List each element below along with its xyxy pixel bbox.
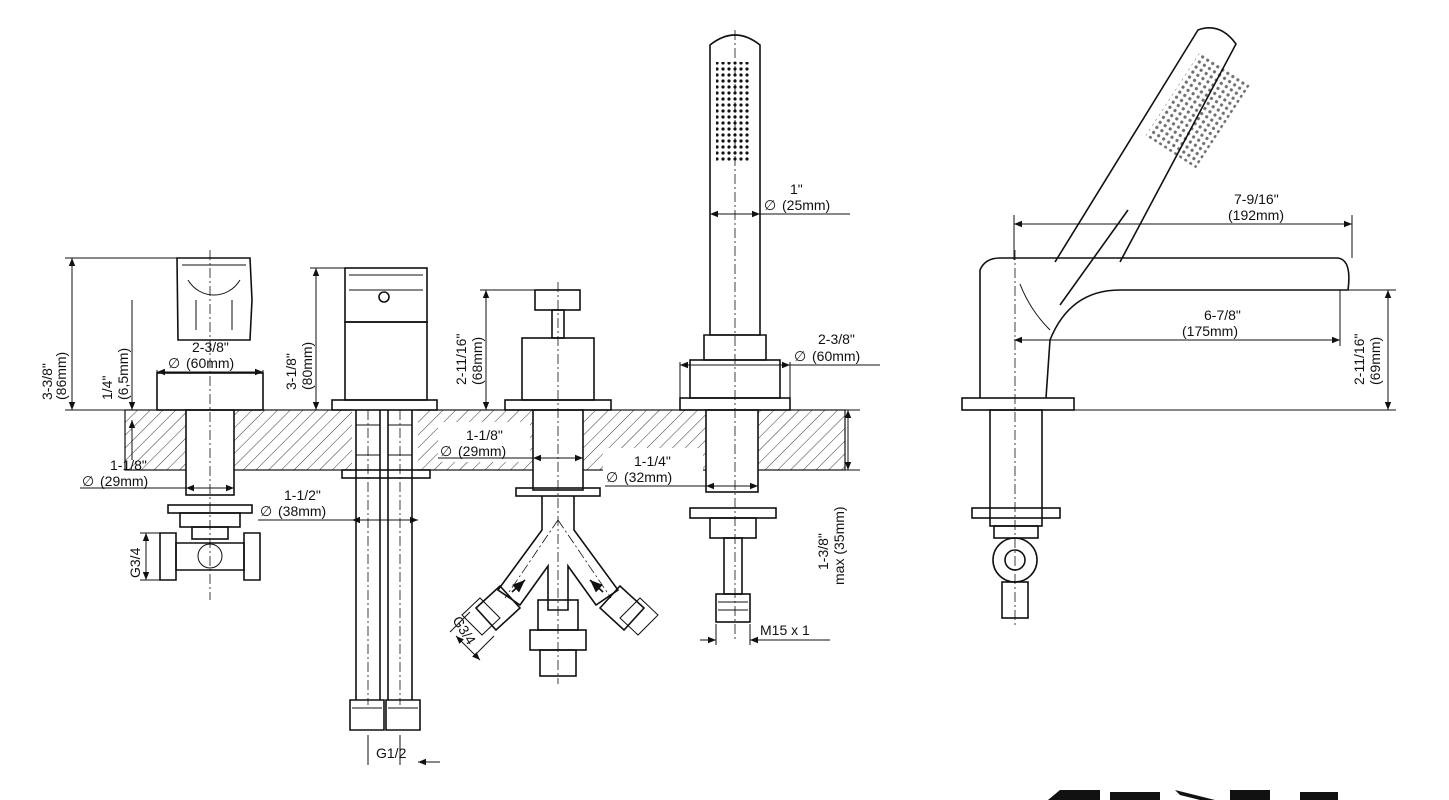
mixer-shank-mm-label: (38mm) [278, 503, 326, 519]
dim-valve-inlet-thread: G3/4 [127, 532, 160, 581]
diverter-shank-mm-label: (29mm) [458, 443, 506, 459]
spout-side-view [961, 27, 1350, 625]
dim-hand-shower-dia: 1" ∅ (25mm) [710, 181, 850, 218]
dim-valve-shank: 1-1/8" ∅ (29mm) [80, 457, 234, 492]
hand-shower-dia-mm-label: (25mm) [782, 197, 830, 213]
diameter-symbol-6: ∅ [794, 348, 806, 364]
diameter-symbol-4: ∅ [440, 443, 452, 459]
dim-spout-length: 7-9/16" (192mm) [1013, 191, 1353, 260]
diverter-shank-label: 1-1/8" [466, 427, 503, 443]
holder-shank-mm-label: (32mm) [624, 469, 672, 485]
dim-diverter-inlet-thread: G3/4 [449, 611, 495, 661]
mixer-shank-label: 1-1/2" [284, 487, 321, 503]
hand-shower-dia-label: 1" [790, 181, 803, 197]
holder-shank-label: 1-1/4" [634, 453, 671, 469]
valve-shank-mm-label: (29mm) [100, 473, 148, 489]
dim-mixer-height: 3-1/8" (80mm) [283, 267, 345, 410]
diverter-height-label: 2-11/16" [453, 334, 469, 385]
cropped-logo-fragment [1048, 790, 1338, 800]
mixer-body [331, 267, 438, 731]
mixer-height-mm-label: (80mm) [299, 342, 315, 390]
hose-outlet-thread-label: M15 x 1 [760, 622, 810, 638]
diverter-inlet-thread-label: G3/4 [449, 613, 479, 647]
escutcheon-mm-label: (6,5mm) [115, 348, 131, 400]
dim-deck-max: 1-3/8" max (35mm) [800, 409, 860, 585]
spout-height-label: 2-11/16" [1351, 334, 1367, 385]
dim-mixer-outlet-thread: G1/2 [367, 735, 440, 766]
holder-flange-mm-label: (60mm) [812, 348, 860, 364]
valve-flange-label: 2-3/8" [192, 339, 229, 355]
dim-mixer-shank: 1-1/2" ∅ (38mm) [258, 487, 418, 524]
mixer-height-label: 3-1/8" [283, 353, 299, 390]
valve-flange-mm-label: (60mm) [186, 355, 234, 371]
dim-holder-shank: 1-1/4" ∅ (32mm) [605, 453, 758, 490]
diameter-symbol-2: ∅ [82, 473, 94, 489]
valve-handle-assembly [156, 250, 264, 600]
escutcheon-label: 1/4" [99, 376, 115, 400]
deck-max-label: 1-3/8" [815, 533, 831, 570]
diameter-symbol-5: ∅ [764, 197, 776, 213]
spout-height-mm-label: (69mm) [1367, 337, 1383, 385]
valve-height-label: 3-3/8" [39, 363, 55, 400]
dim-escutcheon: 1/4" (6,5mm) [99, 300, 136, 460]
dim-diverter-height: 2-11/16" (68mm) [453, 289, 535, 410]
dim-valve-flange: 2-3/8" ∅ (60mm) [156, 339, 264, 400]
dim-spout-reach: 6-7/8" (175mm) [1014, 290, 1341, 346]
diverter-height-mm-label: (68mm) [469, 337, 485, 385]
dim-hose-outlet-thread: M15 x 1 [700, 622, 830, 645]
dim-diverter-shank: 1-1/8" ∅ (29mm) [438, 427, 583, 462]
valve-inlet-thread-label: G3/4 [127, 547, 143, 578]
diverter-body [461, 282, 659, 684]
valve-height-mm-label: (86mm) [53, 352, 69, 400]
hand-shower [679, 30, 791, 640]
spout-length-label: 7-9/16" [1234, 191, 1279, 207]
dim-holder-flange: 2-3/8" ∅ (60mm) [679, 331, 880, 398]
diameter-symbol-7: ∅ [606, 469, 618, 485]
spout-reach-label: 6-7/8" [1204, 307, 1241, 323]
diameter-symbol-1: ∅ [168, 355, 180, 371]
dim-spout-height: 2-11/16" (69mm) [1074, 289, 1396, 411]
dim-valve-height: 3-3/8" (86mm) [39, 257, 180, 411]
valve-shank-label: 1-1/8" [110, 457, 147, 473]
deck-max-mm-label: max (35mm) [831, 506, 847, 585]
spout-length-mm-label: (192mm) [1228, 207, 1284, 223]
holder-flange-label: 2-3/8" [818, 331, 855, 347]
diameter-symbol-3: ∅ [260, 503, 272, 519]
mixer-outlet-thread-label: G1/2 [376, 745, 407, 761]
spout-reach-mm-label: (175mm) [1182, 323, 1238, 339]
